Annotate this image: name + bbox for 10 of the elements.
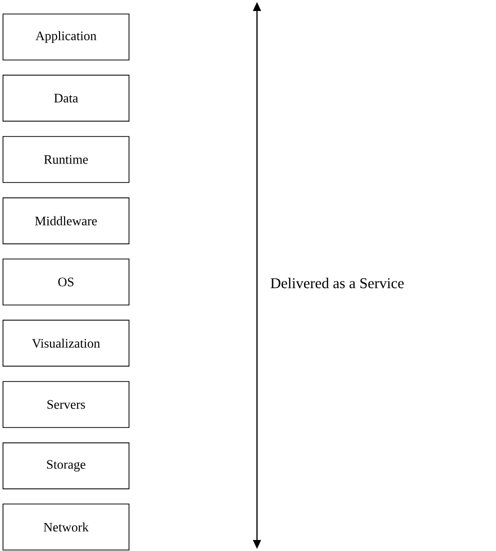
layer-box: Servers	[2, 381, 130, 428]
layer-box: Application	[2, 14, 130, 60]
layer-box: OS	[2, 258, 130, 306]
arrow-label: Delivered as a Service	[270, 278, 404, 288]
layer-box: Middleware	[2, 197, 130, 244]
layer-box: Network	[2, 504, 130, 550]
layer-box: Storage	[2, 442, 130, 490]
layer-box: Data	[2, 74, 130, 122]
layer-box: Runtime	[2, 136, 130, 183]
layer-box: Visualization	[2, 320, 130, 367]
